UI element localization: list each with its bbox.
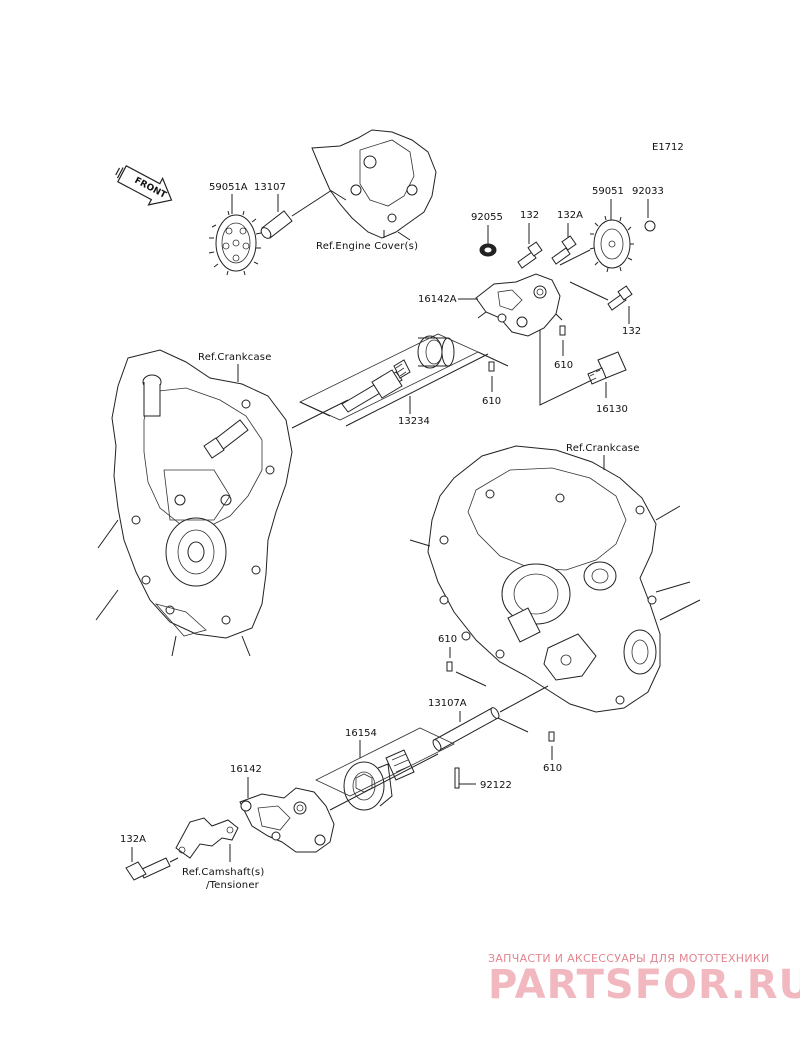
gear-59051 [589,215,634,273]
label-ref-crankcase-left: Ref.Crankcase [198,352,272,363]
label-ref-camshaft-2: /Tensioner [206,880,260,891]
gear-59051A [208,210,262,276]
bolt-132-right [607,285,633,311]
label-132-top: 132 [520,210,539,221]
shaft-13107A [432,707,500,751]
label-132A-bottom: 132A [120,834,146,845]
watermark-brand: PARTSFOR.RU [488,962,800,1008]
watermark-caption: ЗАПЧАСТИ И АКСЕССУАРЫ ДЛЯ МОТОТЕХНИКИ [488,952,770,965]
label-132A-top: 132A [557,210,583,221]
dowel-610-low [446,661,453,672]
front-arrow-icon [115,165,173,206]
label-13107A: 13107A [428,698,467,709]
diagram-code: E1712 [652,142,684,153]
right-crankcase-ref [409,445,701,713]
label-16130: 16130 [596,404,628,415]
label-16142A: 16142A [418,294,457,305]
circlip-92033 [644,220,656,232]
pump-rotor-16154 [343,749,415,811]
label-610-bottom: 610 [543,763,562,774]
label-ref-crankcase-right: Ref.Crankcase [566,443,640,454]
pin-92122 [454,767,460,789]
label-132-right: 132 [622,326,641,337]
label-16154: 16154 [345,728,377,739]
dowel-610-bottom [548,731,555,742]
camshaft-tensioner-ref [175,817,239,859]
label-16142: 16142 [230,764,262,775]
label-610-low: 610 [438,634,457,645]
pin-13107 [260,210,293,239]
bolt-132-top [517,241,543,269]
relief-valve-16130 [587,351,627,385]
left-crankcase-ref [95,349,293,657]
label-59051A: 59051A [209,182,248,193]
label-610-right: 610 [554,360,573,371]
bolt-132A-bottom [125,857,171,881]
label-13234: 13234 [398,416,430,427]
label-ref-camshaft-1: Ref.Camshaft(s) [182,867,264,878]
oil-pump-body-16142 [239,787,335,853]
bolt-132A-top [551,235,577,265]
label-610-mid: 610 [482,396,501,407]
label-92055: 92055 [471,212,503,223]
label-13107: 13107 [254,182,286,193]
watermark: ЗАПЧАСТИ И АКСЕССУАРЫ ДЛЯ МОТОТЕХНИКИ PA… [488,952,800,1008]
label-92122: 92122 [480,780,512,791]
seal-92055 [479,243,497,257]
label-ref-engine-cover: Ref.Engine Cover(s) [316,241,418,252]
bearing [417,335,455,369]
engine-cover-ref [311,129,437,241]
dowel-610-right [559,325,566,336]
dowel-610-mid [488,361,495,372]
label-59051: 59051 [592,186,624,197]
shaft-13234 [341,359,411,413]
label-92033: 92033 [632,186,664,197]
oil-pump-body-16142A [475,273,563,337]
